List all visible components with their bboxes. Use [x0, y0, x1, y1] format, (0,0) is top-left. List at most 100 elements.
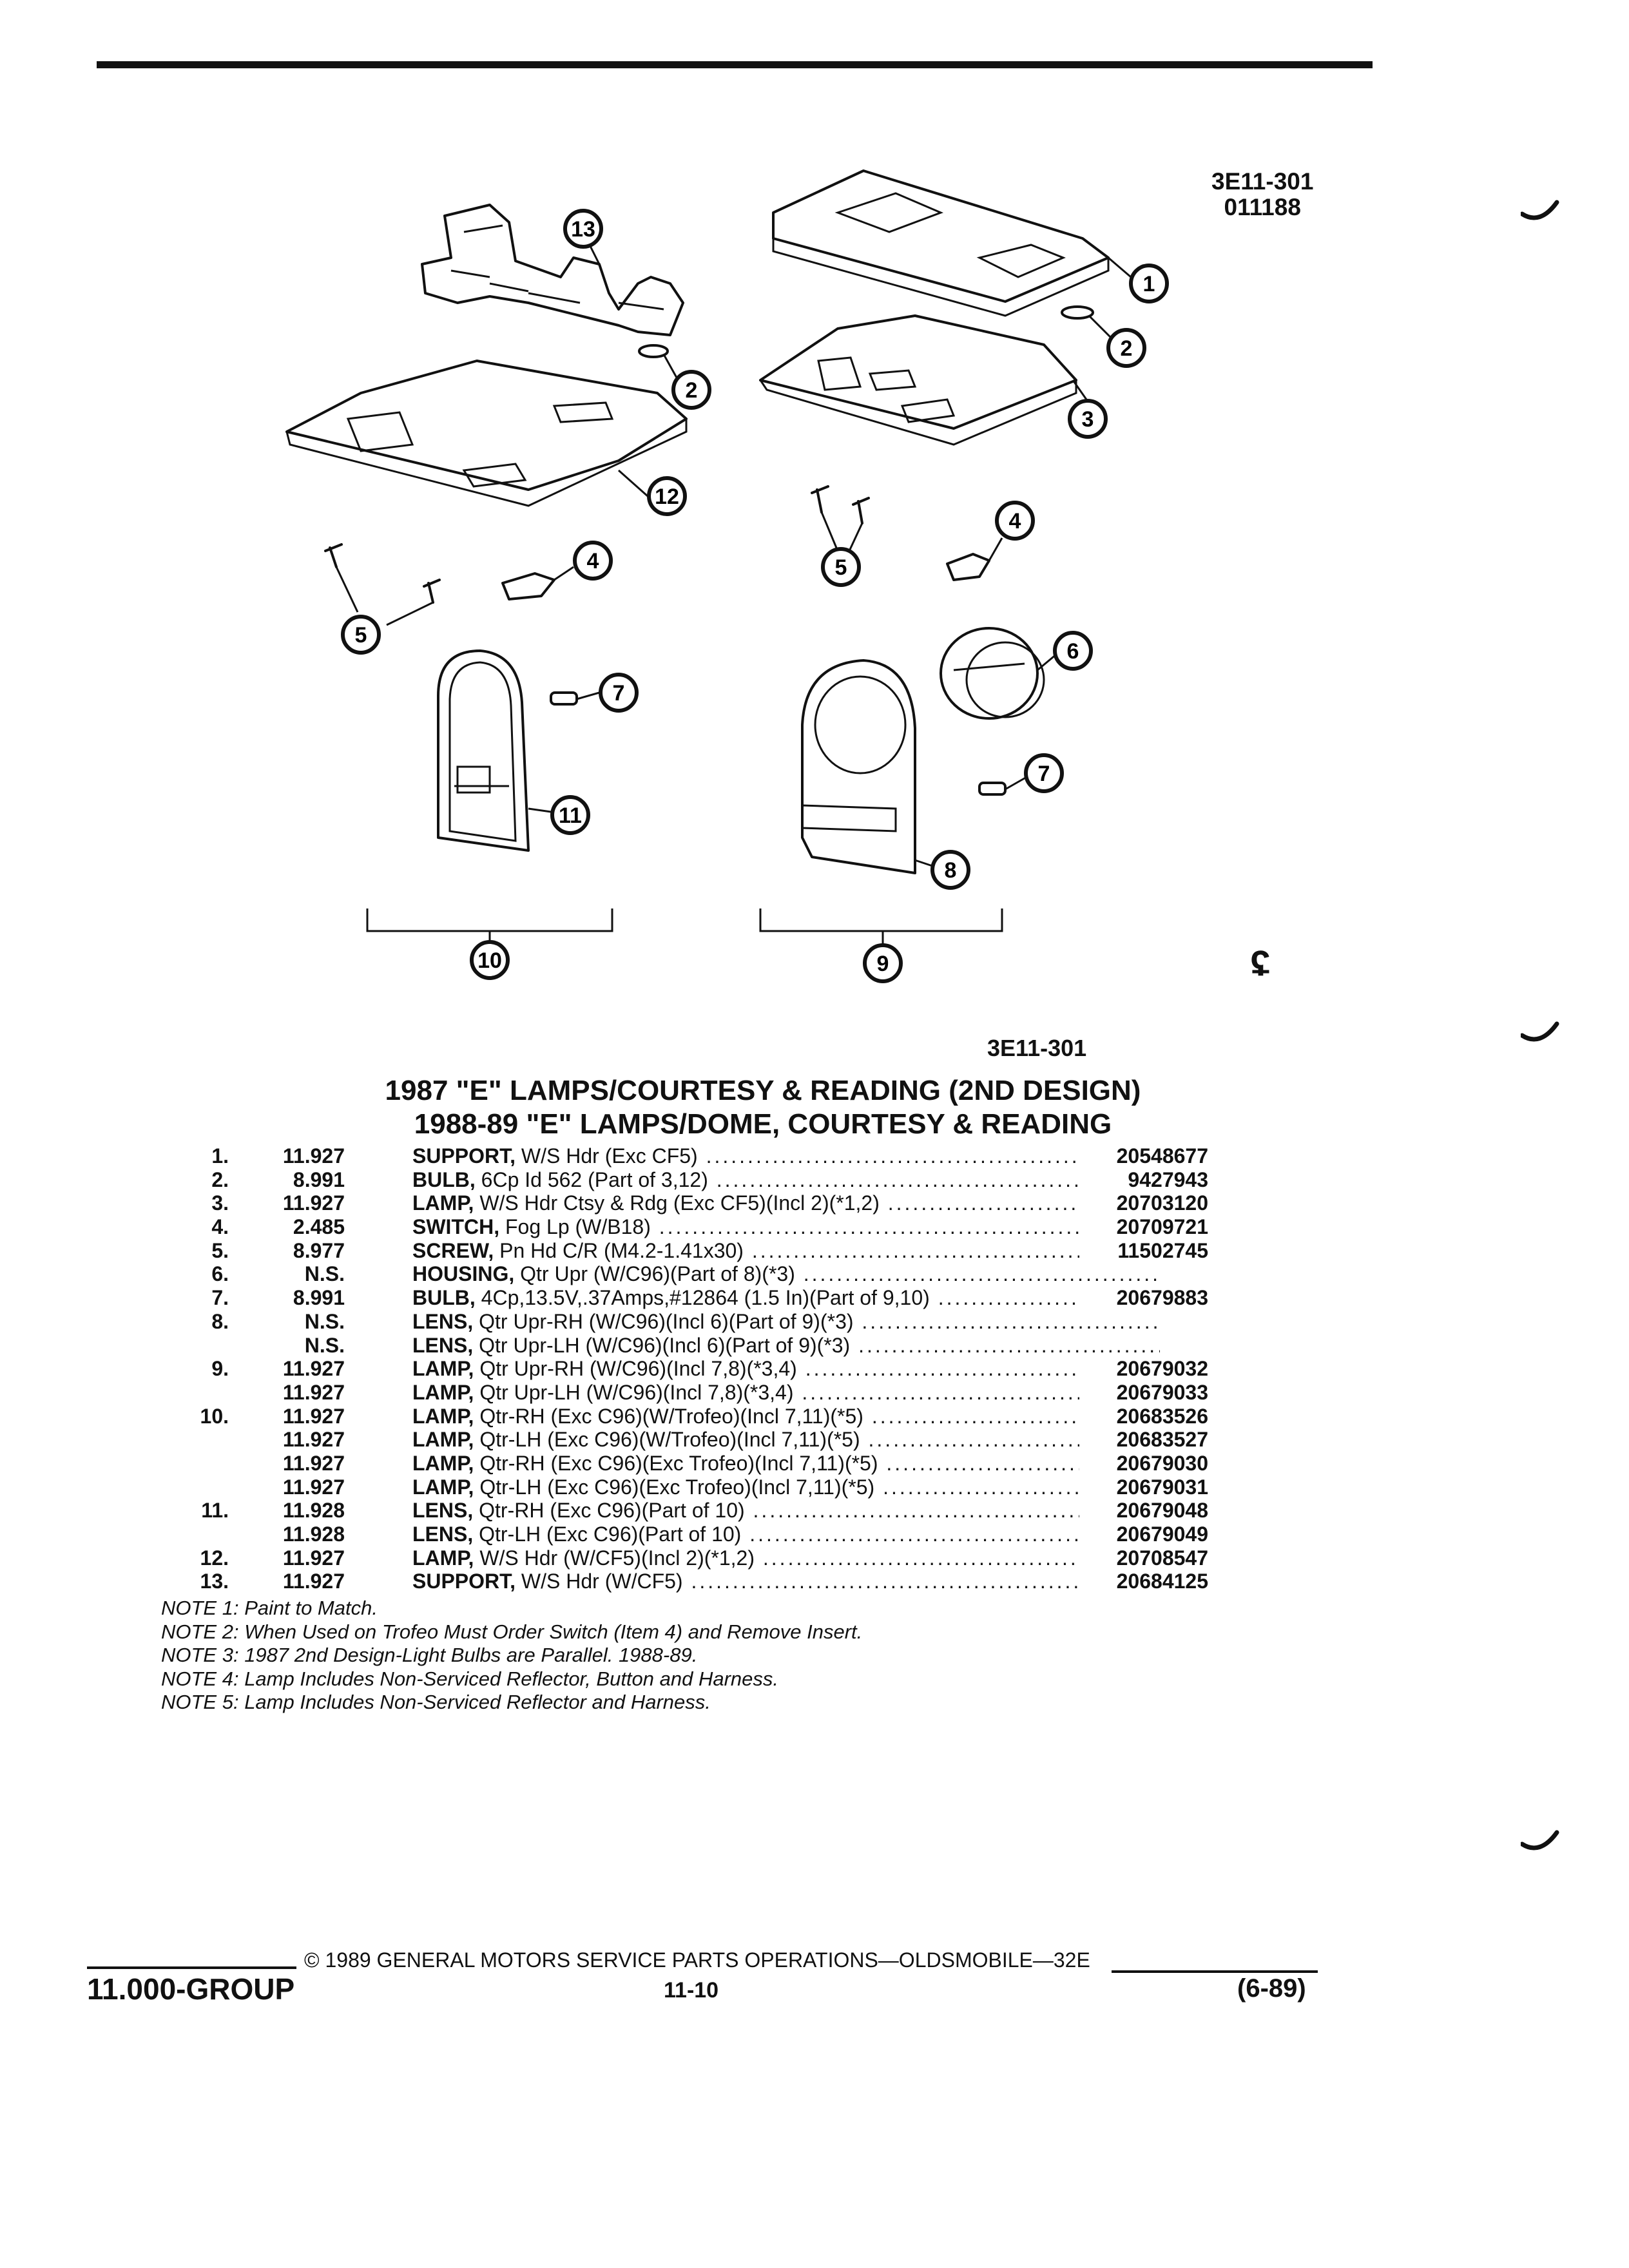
group-number: 11.928: [282, 1523, 345, 1546]
svg-text:1: 1: [1143, 272, 1155, 296]
footer-rule-left: [87, 1966, 296, 1969]
part-description: LAMP, W/S Hdr (W/CF5)(Incl 2)(*1,2) ....…: [412, 1546, 1160, 1570]
part-name: LAMP,: [412, 1428, 474, 1452]
part-description: SUPPORT, W/S Hdr (Exc CF5) .............…: [412, 1144, 1160, 1168]
part-name: LAMP,: [412, 1546, 474, 1570]
note-line: NOTE 5: Lamp Includes Non-Serviced Refle…: [161, 1691, 711, 1713]
part-description: BULB, 4Cp,13.5V,.37Amps,#12864 (1.5 In)(…: [412, 1286, 1160, 1310]
section-title-1988-89: 1988-89 "E" LAMPS/DOME, COURTESY & READI…: [414, 1108, 1112, 1140]
part-number: 20679032: [1079, 1357, 1208, 1381]
leader-lines: [335, 231, 1132, 944]
part-detail: W/S Hdr Ctsy & Rdg (Exc CF5)(Incl 2)(*1,…: [474, 1191, 880, 1215]
part-detail: Fog Lp (W/B18): [499, 1215, 651, 1239]
svg-text:2: 2: [686, 378, 698, 403]
lamp-12-illustration: [285, 360, 688, 507]
part-name: LAMP,: [412, 1357, 474, 1381]
part-description: LAMP, Qtr-LH (Exc C96)(Exc Trofeo)(Incl …: [412, 1475, 1160, 1499]
part-detail: Qtr-RH (Exc C96)(Part of 10): [473, 1499, 745, 1523]
group-number: 2.485: [293, 1215, 345, 1239]
part-description: LAMP, Qtr-RH (Exc C96)(Exc Trofeo)(Incl …: [412, 1452, 1160, 1475]
part-detail: Qtr Upr-RH (W/C96)(Incl 7,8)(*3,4): [474, 1357, 797, 1381]
part-number: 20683527: [1079, 1428, 1208, 1452]
part-number: 20679033: [1079, 1380, 1208, 1405]
part-description: HOUSING, Qtr Upr (W/C96)(Part of 8)(*3) …: [412, 1262, 1160, 1286]
part-name: LENS,: [412, 1523, 474, 1546]
leader-dots: ........................................…: [803, 1262, 1160, 1286]
note-line: NOTE 1: Paint to Match.: [161, 1597, 378, 1619]
part-description: LENS, Qtr Upr-RH (W/C96)(Incl 6)(Part of…: [412, 1310, 1160, 1334]
part-name: SUPPORT,: [412, 1144, 516, 1168]
svg-text:13: 13: [571, 217, 595, 242]
part-detail: W/S Hdr (W/CF5): [516, 1570, 683, 1593]
part-detail: Qtr-RH (Exc C96)(W/Trofeo)(Incl 7,11)(*5…: [474, 1404, 863, 1428]
svg-text:2: 2: [1121, 336, 1133, 361]
group-number: 11.927: [282, 1357, 345, 1381]
part-name: LAMP,: [412, 1380, 474, 1404]
group-number: 8.991: [293, 1168, 345, 1191]
part-detail: Qtr Upr (W/C96)(Part of 8)(*3): [514, 1262, 795, 1286]
parts-row: 5. 8.977 SCREW, Pn Hd C/R (M4.2-1.41x30) .…: [164, 1238, 1208, 1263]
note-line: NOTE 2: When Used on Trofeo Must Order S…: [161, 1620, 863, 1643]
lens-11-illustration: [437, 649, 530, 852]
part-name: LAMP,: [412, 1475, 474, 1499]
callout-7-right: 7: [1024, 753, 1064, 793]
callout-9: 9: [863, 943, 903, 983]
footer-rule-right: [1112, 1970, 1318, 1973]
parts-row: 2. 8.991 BULB, 6Cp Id 562 (Part of 3,12) .…: [164, 1168, 1208, 1192]
item-number: 11.: [201, 1499, 229, 1523]
part-number: 20684125: [1079, 1570, 1208, 1594]
margin-mark-icon: [1521, 1021, 1559, 1042]
gm-logo-glyph: ʢ: [1250, 943, 1271, 983]
part-name: SUPPORT,: [412, 1570, 516, 1593]
part-number: 20679031: [1079, 1475, 1208, 1499]
item-number: 8.: [211, 1309, 229, 1333]
date-code: (6-89): [1237, 1974, 1306, 2003]
callout-3: 3: [1068, 399, 1108, 439]
group-number: 11.927: [282, 1570, 345, 1593]
part-name: HOUSING,: [412, 1262, 515, 1286]
parts-row: 11.927 LAMP, Qtr-RH (Exc C96)(Exc Trofeo)…: [164, 1451, 1208, 1475]
part-number: 20679048: [1079, 1499, 1208, 1523]
notes-list: NOTE 1: Paint to Match.NOTE 2: When Used…: [161, 1597, 862, 1715]
svg-text:3: 3: [1082, 407, 1094, 432]
page-number: 11-10: [664, 1978, 719, 2003]
callout-5-right: 5: [821, 547, 861, 587]
group-number: 11.927: [282, 1404, 345, 1428]
part-number: 20708547: [1079, 1546, 1208, 1570]
part-number: 20548677: [1079, 1144, 1208, 1168]
part-name: LENS,: [412, 1499, 474, 1523]
exploded-parts-diagram: 13 1 2 2 3 12 4 5 5 4 6 7 11 7 8 10 9: [285, 169, 1169, 983]
part-description: SCREW, Pn Hd C/R (M4.2-1.41x30) ........…: [412, 1239, 1160, 1263]
part-detail: 4Cp,13.5V,.37Amps,#12864 (1.5 In)(Part o…: [475, 1286, 930, 1310]
item-number: 5.: [211, 1238, 229, 1262]
callout-8: 8: [930, 850, 970, 890]
lamp-3-illustration: [759, 314, 1077, 446]
svg-text:12: 12: [655, 485, 679, 509]
item-number: 2.: [211, 1168, 229, 1191]
part-description: BULB, 6Cp Id 562 (Part of 3,12) ........…: [412, 1168, 1160, 1192]
part-number: 20679030: [1079, 1451, 1208, 1475]
group-number: 11.927: [282, 1546, 345, 1570]
part-number: 9427943: [1079, 1168, 1208, 1192]
screw-5-illustration: [324, 485, 870, 604]
part-description: LAMP, Qtr Upr-LH (W/C96)(Incl 7,8)(*3,4)…: [412, 1381, 1160, 1405]
callout-5: 5: [341, 615, 381, 655]
group-number: 11.927: [282, 1475, 345, 1499]
item-number: 4.: [211, 1215, 229, 1239]
copyright-line: © 1989 GENERAL MOTORS SERVICE PARTS OPER…: [304, 1948, 1090, 1972]
reference-code: 3E11-301 011188: [1211, 169, 1313, 220]
svg-text:7: 7: [1038, 762, 1050, 786]
part-name: LENS,: [412, 1333, 474, 1357]
section-title-1987: 1987 "E" LAMPS/COURTESY & READING (2ND D…: [385, 1075, 1141, 1106]
group-number: 11.927: [282, 1451, 345, 1475]
group-number: 11.928: [282, 1499, 345, 1523]
part-number: 20703120: [1079, 1191, 1208, 1216]
callout-7: 7: [599, 673, 639, 713]
switch-4-illustration: [501, 553, 990, 601]
group-number: 8.977: [293, 1238, 345, 1262]
